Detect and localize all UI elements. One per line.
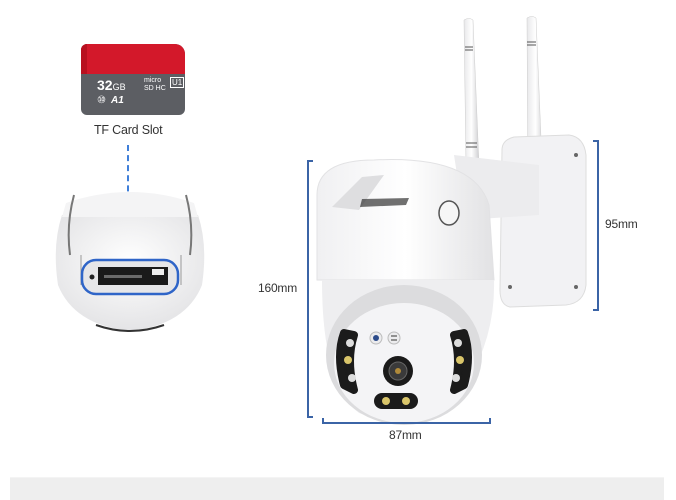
tf-card: 32GB micro SD HC U1 ⑩ A1 [81, 44, 185, 115]
footer-band [10, 477, 664, 500]
antenna-left [463, 18, 480, 166]
width-dimension-bracket [322, 418, 491, 424]
camera-closeup-icon [55, 192, 205, 332]
ptz-camera-icon [316, 16, 587, 425]
tf-card-capacity: 32GB [97, 77, 126, 93]
height-dimension-bracket [307, 160, 313, 418]
width-dimension-label: 87mm [389, 428, 422, 442]
tf-card-top-band [81, 44, 185, 74]
ptz-camera [314, 15, 596, 430]
tf-card-caption: TF Card Slot [94, 123, 163, 137]
tf-card-notch [81, 44, 87, 74]
slot-closeup [44, 185, 216, 335]
tf-card-brand: micro SD HC [144, 77, 166, 92]
height-dimension-label: 160mm [258, 281, 298, 295]
bracket-dimension-bracket [593, 140, 599, 311]
tf-card-app-class: A1 [111, 95, 124, 106]
tf-card-uhs: U1 [170, 77, 185, 88]
tf-card-speed-class: ⑩ [97, 95, 106, 106]
bracket-dimension-label: 95mm [605, 217, 638, 231]
